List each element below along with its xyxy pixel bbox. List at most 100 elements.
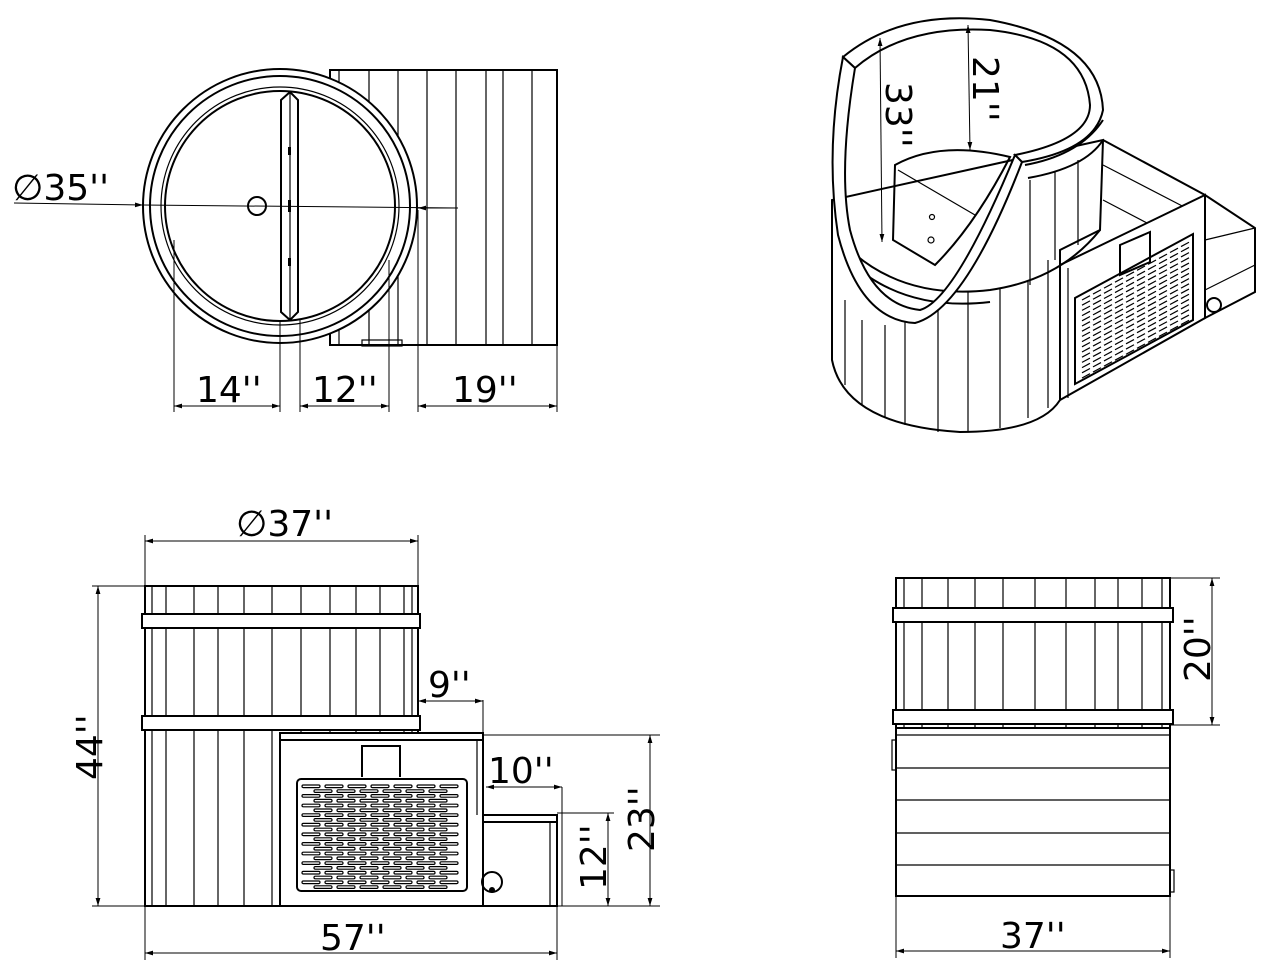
grille-slot <box>1147 285 1157 291</box>
grille-slot <box>1081 326 1091 332</box>
tub-body <box>831 138 1105 434</box>
grille-slot <box>1114 355 1124 361</box>
chiller-foot <box>361 339 403 347</box>
grille-slot <box>1114 292 1124 299</box>
grille-slot <box>1114 324 1124 330</box>
grille-slot <box>1092 341 1102 347</box>
grille-slot <box>416 841 436 846</box>
side-view: 20'' 37'' <box>891 577 1220 958</box>
grille-slot <box>1125 344 1135 350</box>
grille-slot <box>1169 263 1179 269</box>
tub-band-top <box>892 607 1174 623</box>
tub-band-lower <box>849 229 1101 293</box>
grille-slot <box>1180 319 1190 326</box>
grille-slot <box>301 813 321 817</box>
grille-slot <box>405 846 425 851</box>
grille-slot <box>370 803 390 808</box>
grille-slot <box>359 789 379 793</box>
dim-label-top-diameter: ∅35'' <box>12 168 109 209</box>
grille-slot <box>1092 315 1102 321</box>
side-latch <box>1169 869 1175 893</box>
grille-slot <box>428 856 448 861</box>
grille-slot <box>1125 307 1135 314</box>
grille-slot <box>1125 313 1135 319</box>
grille-slot <box>1103 283 1113 289</box>
grille-slot <box>1158 274 1168 280</box>
grille-slot <box>382 798 402 803</box>
grille-slot <box>382 885 402 889</box>
grille-slot <box>1169 273 1179 280</box>
grille-slot <box>1081 347 1091 353</box>
grille-slot <box>405 789 425 793</box>
grille-slot <box>1147 275 1157 281</box>
grille-slot <box>439 861 459 865</box>
grille-slot <box>1114 318 1124 325</box>
grille-slot <box>1125 292 1135 298</box>
grille-slot <box>301 841 321 846</box>
grille-slot <box>1136 338 1146 344</box>
grille-slot <box>393 880 413 885</box>
grille-slot <box>439 832 459 837</box>
grille-slot <box>347 880 367 885</box>
grille-slot <box>393 841 413 846</box>
grille-slot <box>370 793 390 798</box>
grille-slot <box>1169 268 1179 274</box>
grille-slot <box>405 798 425 803</box>
grille-slot <box>1169 284 1179 290</box>
grille-slot <box>1114 329 1124 335</box>
grille-slot <box>313 827 333 832</box>
grille-slot <box>1081 315 1091 322</box>
grille-slot <box>313 789 333 793</box>
grille-slot <box>313 885 333 889</box>
grille-slot <box>1103 293 1113 300</box>
grille-slot <box>428 817 448 822</box>
grille-slot <box>359 875 379 880</box>
grille-slot <box>1169 252 1179 259</box>
grille-slot <box>347 832 367 837</box>
grille-slot <box>1114 339 1124 346</box>
grille-slot <box>336 798 356 803</box>
grille-slot <box>1136 312 1146 318</box>
grille-slot <box>1125 349 1135 355</box>
chiller-grille-slots <box>1081 241 1190 379</box>
grille-slot <box>1147 332 1157 338</box>
grille-slot <box>324 870 344 875</box>
grille-slot <box>1158 321 1168 327</box>
grille-slot <box>1136 265 1146 271</box>
grille-slot <box>324 861 344 865</box>
grille-slot <box>1092 330 1102 337</box>
grille-slot <box>301 803 321 808</box>
grille-slot <box>1169 278 1179 285</box>
grille-slot <box>1114 344 1124 351</box>
grille-slot <box>1103 304 1113 310</box>
grille-slot <box>301 793 321 798</box>
tub-band-upper <box>1024 119 1104 179</box>
side-latch <box>891 739 897 771</box>
grille-slot <box>439 784 459 789</box>
grille-slot <box>416 803 436 808</box>
grille-slot <box>1147 306 1157 312</box>
grille-slot <box>1103 330 1113 336</box>
grille-slot <box>1169 247 1179 254</box>
grille-slot <box>382 875 402 880</box>
grille-slot <box>1103 340 1113 346</box>
grille-slot <box>1114 277 1124 283</box>
grille-slot <box>393 784 413 789</box>
grille-slot <box>416 813 436 817</box>
dim-label-10: 10'' <box>488 751 554 792</box>
grille-slot <box>439 793 459 798</box>
grille-slot <box>1081 310 1091 317</box>
dim-label-12-step: 12'' <box>574 824 615 890</box>
grille-slot <box>1081 357 1091 363</box>
grille-slot <box>393 832 413 837</box>
grille-slot <box>324 832 344 837</box>
grille-slot <box>1180 293 1190 300</box>
grille-slot <box>1136 291 1146 297</box>
grille-slot <box>1158 305 1168 311</box>
grille-slot <box>1169 315 1179 321</box>
grille-slot <box>370 822 390 827</box>
grille-slot <box>1147 321 1157 328</box>
grille-slot <box>1180 267 1190 274</box>
grille-slot <box>416 793 436 798</box>
grille-slot <box>1125 271 1135 277</box>
